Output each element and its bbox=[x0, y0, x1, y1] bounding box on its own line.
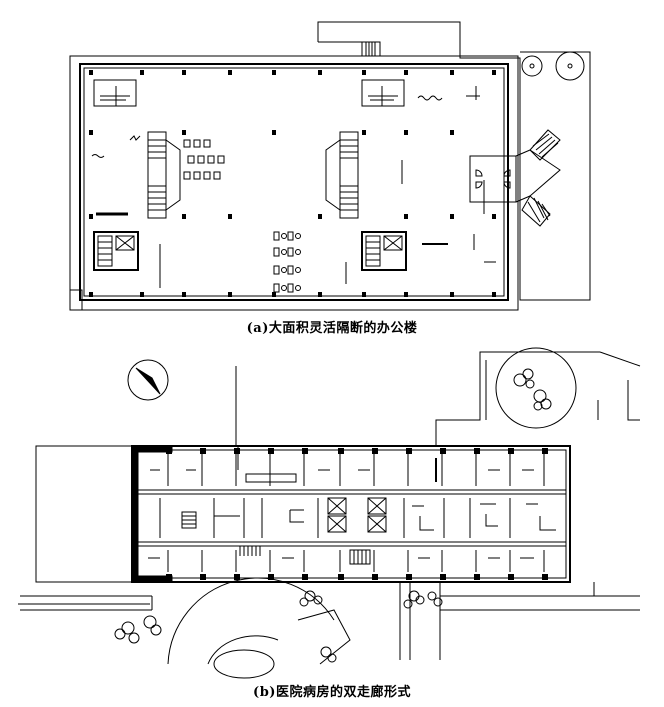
desk-cluster-lower bbox=[273, 231, 301, 293]
entrance-plaza bbox=[167, 577, 351, 679]
core-bottom-right bbox=[361, 231, 407, 271]
round-planters bbox=[521, 51, 585, 81]
ward-block-outer bbox=[131, 445, 571, 583]
elevator-right bbox=[367, 497, 387, 533]
left-annex bbox=[35, 445, 133, 583]
ward-core-middle bbox=[159, 498, 319, 538]
ward-columns-top bbox=[166, 448, 548, 454]
central-stairs-left bbox=[147, 131, 181, 219]
site-boundary-b bbox=[235, 351, 641, 446]
ward-columns-bottom bbox=[166, 574, 548, 580]
office-outer-wall bbox=[79, 63, 509, 301]
central-stairs-right bbox=[325, 131, 359, 219]
hospital-floor-plan bbox=[18, 347, 641, 679]
elevator-left bbox=[327, 497, 347, 533]
caption-hospital-plan: (b)医院病房的双走廊形式 bbox=[253, 685, 411, 700]
core-top-left bbox=[93, 79, 137, 107]
exterior-stair-lower bbox=[521, 195, 551, 227]
entry-vestibule bbox=[469, 149, 531, 203]
core-bottom-left bbox=[93, 231, 139, 271]
ward-rooms-south bbox=[148, 546, 545, 572]
ward-rooms-north bbox=[150, 454, 545, 486]
office-floor-plan bbox=[69, 21, 591, 311]
columns-grid bbox=[89, 70, 496, 297]
ward-core-east bbox=[403, 498, 556, 538]
core-top-right bbox=[361, 79, 480, 107]
caption-office-plan: (a)大面积灵活隔断的办公楼 bbox=[246, 321, 418, 336]
desk-cluster-center bbox=[183, 139, 225, 180]
office-plinth bbox=[69, 55, 519, 311]
entry-stair-top bbox=[361, 41, 381, 57]
trees bbox=[114, 347, 577, 663]
exterior-stair-upper bbox=[529, 129, 561, 161]
north-arrow-icon bbox=[127, 359, 169, 401]
